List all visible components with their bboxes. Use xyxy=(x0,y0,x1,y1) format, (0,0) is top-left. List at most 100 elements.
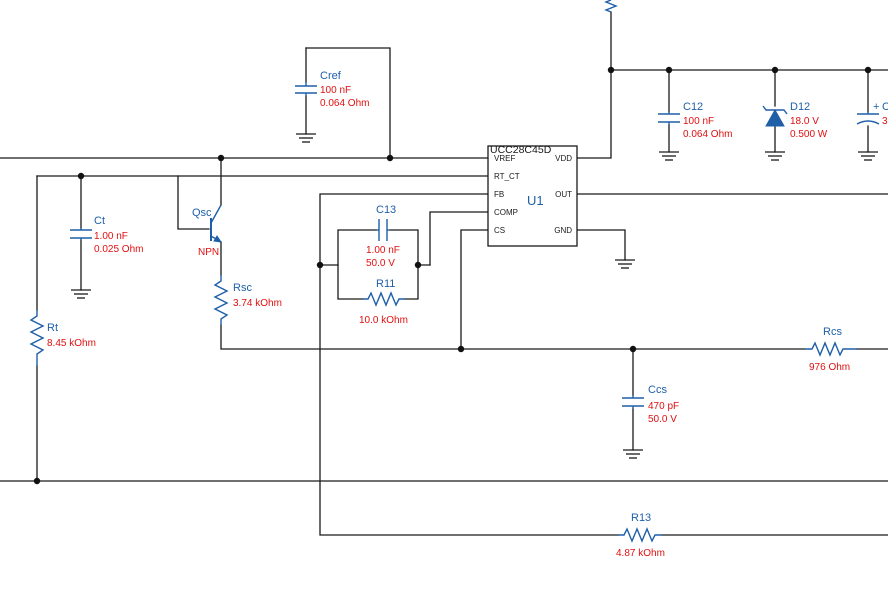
r11-value: 10.0 kOhm xyxy=(359,315,408,326)
rt-value: 8.45 kOhm xyxy=(47,338,96,349)
ct-value: 1.00 nF xyxy=(94,231,128,242)
pin-vdd-label: VDD xyxy=(555,154,572,163)
pin-fb-label: FB xyxy=(494,190,504,199)
resistor-symbol xyxy=(604,0,618,13)
cref-ref: Cref xyxy=(320,70,342,82)
ccs-voltage: 50.0 V xyxy=(648,414,677,425)
transistor-qsc[interactable]: Qsc NPN xyxy=(192,204,223,258)
c13-voltage: 50.0 V xyxy=(366,258,395,269)
diode-triangle xyxy=(765,108,785,127)
pin-vref-label: VREF xyxy=(494,154,515,163)
zener-diode-d12[interactable]: D12 18.0 V 0.500 W xyxy=(762,101,828,161)
d12-ref: D12 xyxy=(790,101,810,113)
wire-r11-right xyxy=(404,264,419,300)
junction-dot xyxy=(316,261,324,269)
ground-symbol xyxy=(659,151,679,161)
top-resistor-partial[interactable] xyxy=(604,0,618,13)
ground-symbol-ic xyxy=(615,259,635,269)
c13-ref: C13 xyxy=(376,204,396,216)
ground-symbol xyxy=(765,151,785,161)
wire-r11-left xyxy=(337,264,364,300)
junctions xyxy=(33,66,872,485)
pin-cs-label: CS xyxy=(494,226,505,235)
junction-dot xyxy=(457,345,465,353)
capacitor-ct[interactable]: Ct 1.00 nF 0.025 Ohm xyxy=(70,215,143,299)
resistor-rt[interactable]: Rt 8.45 kOhm xyxy=(29,310,96,366)
zener-bar xyxy=(762,105,788,115)
capacitor-cref[interactable]: Cref 100 nF 0.064 Ohm xyxy=(295,70,369,143)
qsc-type: NPN xyxy=(198,247,219,258)
wire-qsc-base xyxy=(177,175,210,230)
resistor-zigzag xyxy=(213,275,229,325)
c13-value: 1.00 nF xyxy=(366,245,400,256)
resistor-zigzag xyxy=(805,341,857,357)
wire-fb xyxy=(319,193,619,536)
c12-value: 100 nF xyxy=(683,116,714,127)
junction-dot xyxy=(665,66,673,74)
capacitor-ccs[interactable]: Ccs 470 pF 50.0 V xyxy=(622,384,679,459)
c-partial-value: 3 xyxy=(882,116,888,127)
rsc-ref: Rsc xyxy=(233,282,252,294)
junction-dot xyxy=(386,154,394,162)
resistor-r11[interactable]: R11 10.0 kOhm xyxy=(359,278,408,326)
ground-symbol xyxy=(71,289,91,299)
ic-ref: U1 xyxy=(527,193,544,208)
ic-part-number: UCC28C45D xyxy=(490,144,552,156)
wires xyxy=(0,11,888,536)
wire-ic-gnd xyxy=(576,229,626,261)
resistor-r13[interactable]: R13 4.87 kOhm xyxy=(616,512,665,559)
pin-comp-label: COMP xyxy=(494,208,518,217)
junction-dot xyxy=(77,172,85,180)
cref-esr: 0.064 Ohm xyxy=(320,98,369,109)
resistor-rcs[interactable]: Rcs 976 Ohm xyxy=(805,326,857,373)
capacitor-c12[interactable]: C12 100 nF 0.064 Ohm xyxy=(658,101,732,161)
qsc-ref: Qsc xyxy=(192,207,212,219)
junction-dot xyxy=(607,66,615,74)
resistor-zigzag xyxy=(618,527,662,543)
ct-esr: 0.025 Ohm xyxy=(94,244,143,255)
ground-symbol xyxy=(858,151,878,161)
cref-value: 100 nF xyxy=(320,85,351,96)
wire-vdd xyxy=(576,69,612,159)
capacitor-curved-plate xyxy=(856,120,880,125)
wire-comp xyxy=(429,211,489,266)
c-partial-plus: + xyxy=(873,101,879,113)
ct-ref: Ct xyxy=(94,215,105,227)
resistor-rsc[interactable]: Rsc 3.74 kOhm xyxy=(213,275,282,325)
junction-dot xyxy=(217,154,225,162)
d12-voltage: 18.0 V xyxy=(790,116,819,127)
c12-esr: 0.064 Ohm xyxy=(683,129,732,140)
transistor-collector xyxy=(210,204,222,224)
ccs-ref: Ccs xyxy=(648,384,667,396)
wire-cs xyxy=(460,229,489,350)
junction-dot xyxy=(629,345,637,353)
resistor-zigzag xyxy=(29,310,45,366)
r13-ref: R13 xyxy=(631,512,651,524)
wire-rsc-bottom xyxy=(220,324,806,350)
pin-rtct-label: RT_CT xyxy=(494,172,520,181)
junction-dot xyxy=(33,477,41,485)
ic-u1[interactable]: UCC28C45D U1 VREF RT_CT FB COMP CS VDD O… xyxy=(487,144,578,247)
capacitor-partial-right[interactable]: + C 3 xyxy=(856,101,888,161)
ccs-value: 470 pF xyxy=(648,401,679,412)
ic-body xyxy=(487,145,578,247)
d12-power: 0.500 W xyxy=(790,129,828,140)
resistor-zigzag xyxy=(363,291,405,307)
ground-symbol xyxy=(623,449,643,459)
emitter-arrow xyxy=(213,235,223,243)
r11-ref: R11 xyxy=(376,278,395,290)
pin-out-label: OUT xyxy=(555,190,572,199)
capacitor-c13[interactable]: C13 1.00 nF 50.0 V xyxy=(366,204,400,269)
rt-ref: Rt xyxy=(47,322,58,334)
junction-dot xyxy=(771,66,779,74)
wire-c13-left xyxy=(319,229,377,266)
ground-symbol xyxy=(296,133,316,143)
pin-gnd-label: GND xyxy=(554,226,572,235)
c12-ref: C12 xyxy=(683,101,703,113)
r13-value: 4.87 kOhm xyxy=(616,548,665,559)
wire-c13-right xyxy=(389,229,431,266)
c-partial-ref: C xyxy=(882,101,888,113)
wire-cref-top xyxy=(305,47,391,159)
rcs-ref: Rcs xyxy=(823,326,842,338)
